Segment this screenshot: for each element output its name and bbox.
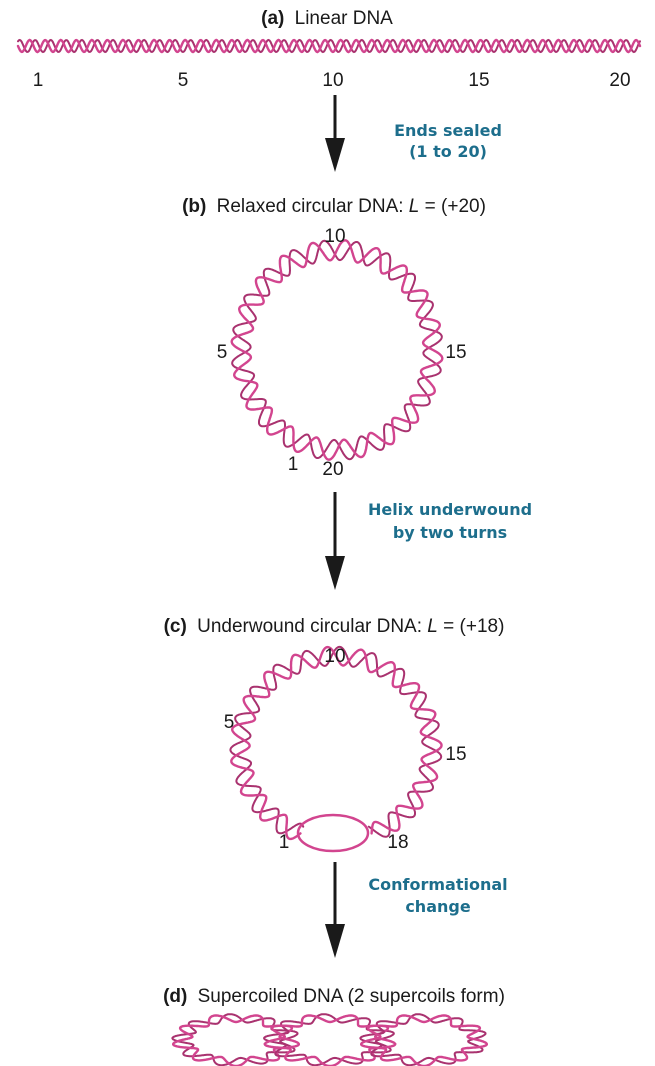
panel-d-letter: (d) [163,986,187,1007]
panel-b-L: L [409,196,420,217]
panel-c-eq: = (+18) [443,616,504,637]
circle-c-label-bottom-right: 18 [387,832,408,853]
linear-tick-labels: 1 5 10 15 20 [33,70,631,91]
step-2-line1: Helix underwound [368,500,532,519]
panel-c-title: (c) Underwound circular DNA: L = (+18) [164,616,505,637]
panel-d-title: (d) Supercoiled DNA (2 supercoils form) [163,986,505,1007]
panel-b-title: (b) Relaxed circular DNA: L = (+20) [182,196,486,217]
step-1-line2: (1 to 20) [409,142,487,161]
linear-tick-15: 15 [468,70,489,91]
helix-strand-1 [360,1014,488,1066]
unwound-bubble [296,813,370,853]
supercoiled-dna [171,1013,488,1066]
linear-tick-10: 10 [322,70,343,91]
helix-strand-1 [172,1014,300,1066]
panel-b-eq: = (+20) [425,196,486,217]
helix-strand-2 [171,1013,299,1066]
helix-strand-2 [17,38,641,54]
circle-c-label-bottom-left: 1 [279,832,290,853]
panel-a-letter: (a) [261,8,284,29]
circle-c-label-top: 10 [324,646,345,667]
helix-strand-1 [263,1014,397,1066]
step-2-line2: by two turns [393,523,507,542]
circle-b-label-top: 10 [324,226,345,247]
relaxed-circular-dna [230,239,444,461]
circle-c-label-left: 5 [224,712,235,733]
panel-b-letter: (b) [182,196,206,217]
panel-a-title: (a) Linear DNA [261,8,393,29]
helix-strand-1 [230,239,444,461]
circle-c-label-right: 15 [445,744,466,765]
arrow-step-1 [325,95,345,172]
step-3-line2: change [405,897,471,916]
helix-strand-1 [230,645,443,841]
helix-strand-2 [359,1013,487,1066]
underwound-circular-dna [229,645,443,841]
circle-b-label-bottom-left: 1 [288,454,299,475]
panel-c-L: L [427,616,438,637]
linear-dna-helix [16,38,642,54]
circle-b-label-left: 5 [217,342,228,363]
circle-b-label-bottom-right: 20 [322,459,343,480]
panel-c-letter: (c) [164,616,187,637]
linear-tick-5: 5 [178,70,189,91]
helix-strand-2 [263,1013,395,1066]
helix-strand-2 [231,239,443,461]
panel-c-label: Underwound circular DNA: [197,616,427,637]
arrow-step-2 [325,492,345,590]
arrow-step-3 [325,862,345,958]
panel-b-label: Relaxed circular DNA: [217,196,409,217]
helix-strand-1 [16,38,642,54]
panel-d-label: Supercoiled DNA (2 supercoils form) [198,986,505,1007]
step-3-line1: Conformational [368,875,507,894]
helix-strand-2 [229,645,443,838]
circle-b-label-right: 15 [445,342,466,363]
linear-tick-20: 20 [609,70,630,91]
panel-a-label: Linear DNA [295,8,394,29]
step-1-line1: Ends sealed [394,121,502,140]
linear-tick-1: 1 [33,70,44,91]
